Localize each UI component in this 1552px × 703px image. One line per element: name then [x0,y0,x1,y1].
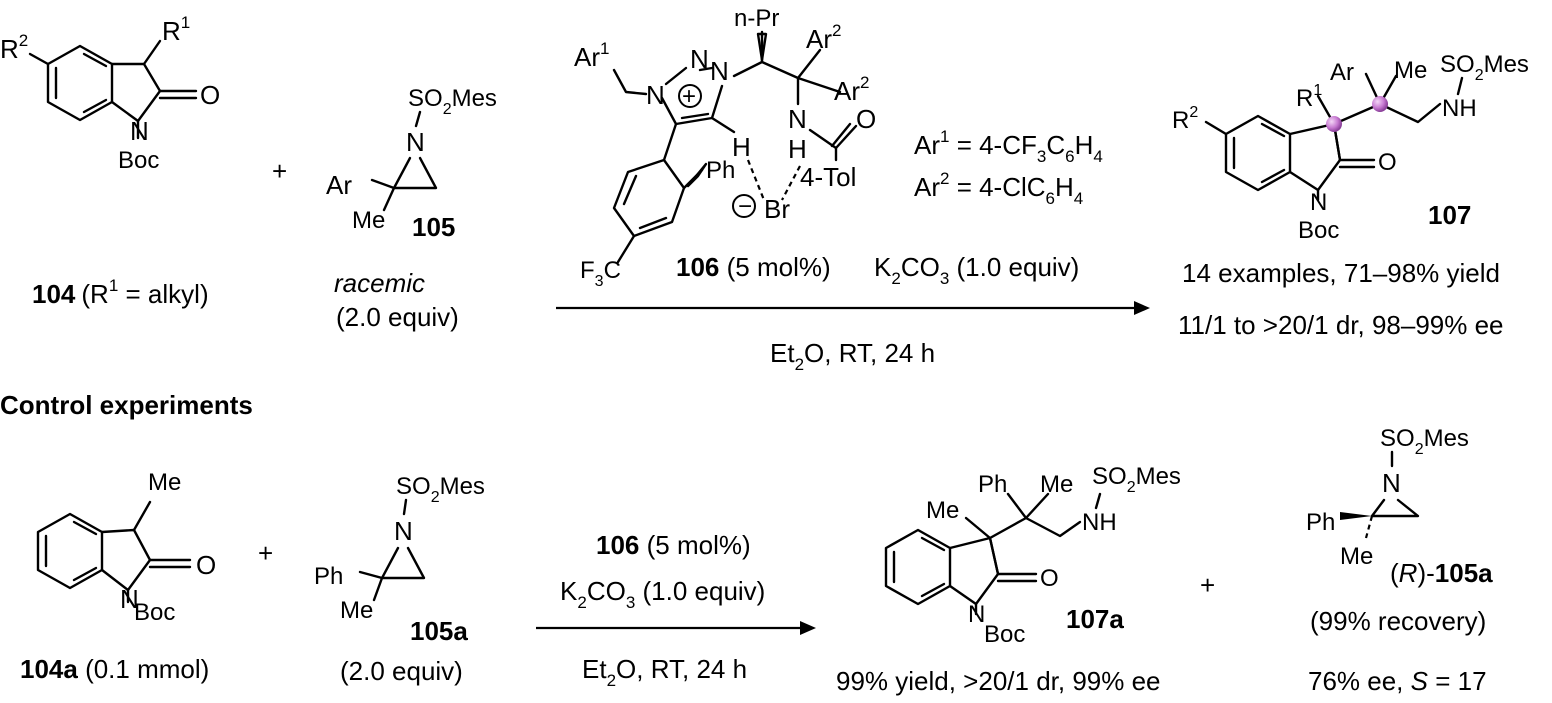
control-o-label: O [196,550,216,580]
recovered-so2mes-label: SO2Mes [1380,425,1469,458]
product-o-label: O [1378,149,1397,176]
racemic-label: racemic [334,268,425,298]
conditions-base: K2CO3 (1.0 equiv) [874,252,1079,288]
product-r1-label: R1 [1296,82,1322,112]
product-ar-label: Ar [1330,59,1354,86]
positive-charge-icon [678,84,702,108]
control-solvent: Et2O, RT, 24 h [582,654,747,690]
plus-sign-top: + [272,156,287,186]
equiv-105-label: (2.0 equiv) [336,302,459,332]
control-base: K2CO3 (1.0 equiv) [560,576,765,612]
oxindole-104a-structure: Me O N Boc [36,469,216,626]
control-catalyst-loading: 106 (5 mol%) [596,530,751,560]
product-so2mes-label: SO2Mes [1440,51,1529,84]
control-product-nh-label: NH [1082,509,1117,536]
minus-charge-label: − [738,193,752,220]
amide-h-label: H [788,134,807,164]
ar2-side-label: Ar2 [834,73,869,106]
selectivity-summary: 11/1 to >20/1 dr, 98–99% ee [1178,310,1504,340]
f3c-label: F3C [580,257,621,290]
caption-104: 104(R1 = alkyl) [32,276,209,309]
compound-107-number: 107 [1428,200,1471,230]
npr-label: n-Pr [734,5,779,32]
product-me-label: Me [1394,57,1427,84]
stereocenter-marker-quaternary [1326,116,1342,132]
aziridine-105a-structure: SO2Mes N Ph Me 105a [314,473,485,646]
ar-label: Ar [326,170,352,200]
plus-sign-control-1: + [258,538,273,568]
triazole-n-left-label: N [646,80,665,110]
reaction-arrow-top [556,301,1150,315]
amide-n-label: N [788,104,807,134]
negative-charge-icon [732,194,756,218]
control-product-result: 99% yield, >20/1 dr, 99% ee [836,666,1161,696]
product-107a-structure: Ph Me Me SO2Mes NH O N Boc 107a [884,463,1181,648]
carbonyl-o-label: O [200,80,220,110]
product-r2-label: R2 [1172,104,1198,134]
tol-label: 4-Tol [800,162,856,192]
plus-sign-control-2: + [1200,570,1215,600]
compound-105-number: 105 [412,212,455,242]
amide-o-label: O [856,104,876,134]
n-label: N [130,116,149,146]
so2mes-label: SO2Mes [408,85,497,118]
product-boc-label: Boc [1298,217,1339,244]
catalyst-106-structure: n-Pr Ar2 Ar2 N O H 4-Tol N N N + H Ar1 [574,5,876,290]
control-experiments-heading: Control experiments [0,390,253,420]
product-107-structure: R2 R1 Ar Me SO2Mes NH O N Boc 107 [1172,51,1529,244]
ar1-label: Ar1 [574,39,609,72]
control-aziridine-me-label: Me [340,597,373,624]
ph-label: Ph [706,157,735,184]
recovered-aziridine-structure: SO2Mes N Ph Me [1306,425,1469,570]
triazole-n-top-label: N [690,44,709,74]
oxindole-104-structure: R1 R2 O N Boc [0,13,220,174]
recovered-ph-label: Ph [1306,509,1335,536]
bromide-label: Br [764,194,790,224]
recovery-percent: (99% recovery) [1310,606,1486,636]
product-n-label: N [1310,189,1327,216]
compound-105a-number: 105a [410,616,468,646]
r2-label: R2 [0,31,28,64]
recovered-label: (R)-105a [1390,558,1493,588]
stereocenter-marker-tertiary [1372,96,1388,112]
plus-charge-label: + [682,83,696,110]
boc-label: Boc [118,147,159,174]
r1-label: R1 [162,13,190,46]
control-boc-label: Boc [134,599,175,626]
control-product-so2mes-label: SO2Mes [1092,463,1181,496]
scope-summary: 14 examples, 71–98% yield [1182,258,1500,288]
caption-104a: 104a (0.1 mmol) [20,654,209,684]
control-product-o-label: O [1040,565,1059,592]
recovered-ee-s-factor: 76% ee, S = 17 [1308,666,1487,696]
control-product-ph-label: Ph [978,471,1007,498]
control-product-n-label: N [968,601,985,628]
control-me-label: Me [148,469,181,496]
control-ph-label: Ph [314,563,343,590]
conditions-catalyst-loading: 106 (5 mol%) [676,252,831,282]
recovered-me-label: Me [1340,543,1373,570]
control-product-me2-label: Me [1040,471,1073,498]
triazole-n-right-label: N [710,56,729,86]
control-product-boc-label: Boc [984,621,1025,648]
aziridine-105-structure: SO2Mes N Ar Me 105 [326,85,497,242]
recovered-n-label: N [1382,468,1401,498]
control-aziridine-n-label: N [394,516,413,546]
control-n-label: N [120,584,139,614]
conditions-solvent-top: Et2O, RT, 24 h [770,338,935,374]
aziridine-n-label: N [406,127,425,157]
me-label: Me [352,207,385,234]
product-nh-label: NH [1442,95,1477,122]
wedge-bond-icon [1340,512,1372,520]
ar2-top-label: Ar2 [806,21,841,54]
reaction-arrow-control [536,621,816,635]
equiv-105a-label: (2.0 equiv) [340,656,463,686]
triazole-h-label: H [732,132,751,162]
ar1-definition: Ar1 = 4-CF3C6H4 [914,127,1103,166]
control-so2mes-label: SO2Mes [396,473,485,506]
control-product-me1-label: Me [926,497,959,524]
ar2-definition: Ar2 = 4-ClC6H4 [914,169,1083,208]
compound-107a-number: 107a [1066,604,1124,634]
